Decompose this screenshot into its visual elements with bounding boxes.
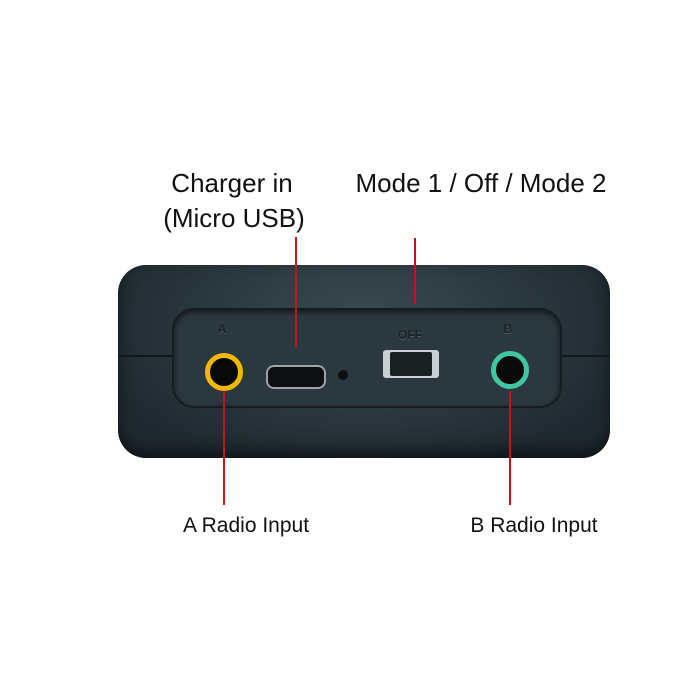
charger-label-line2: (Micro USB) (163, 203, 305, 233)
micro-usb-port (266, 365, 326, 389)
port-a-marking: A (217, 322, 227, 336)
mode-switch (383, 350, 439, 378)
charger-label-line1: Charger in (171, 168, 293, 198)
port-b-marking: B (503, 322, 513, 336)
led-hole (338, 370, 348, 380)
mode-switch-knob (390, 352, 432, 376)
b-input-label: B Radio Input (470, 514, 598, 537)
mode-label: Mode 1 / Off / Mode 2 (355, 168, 607, 198)
mode-leader-line (414, 238, 416, 304)
switch-marking: OFF (398, 328, 422, 342)
b-leader-line (509, 391, 511, 505)
jack-a (205, 353, 243, 391)
charger-leader-line (295, 237, 297, 347)
jack-b (491, 351, 529, 389)
a-input-label: A Radio Input (182, 514, 310, 537)
a-leader-line (223, 391, 225, 505)
